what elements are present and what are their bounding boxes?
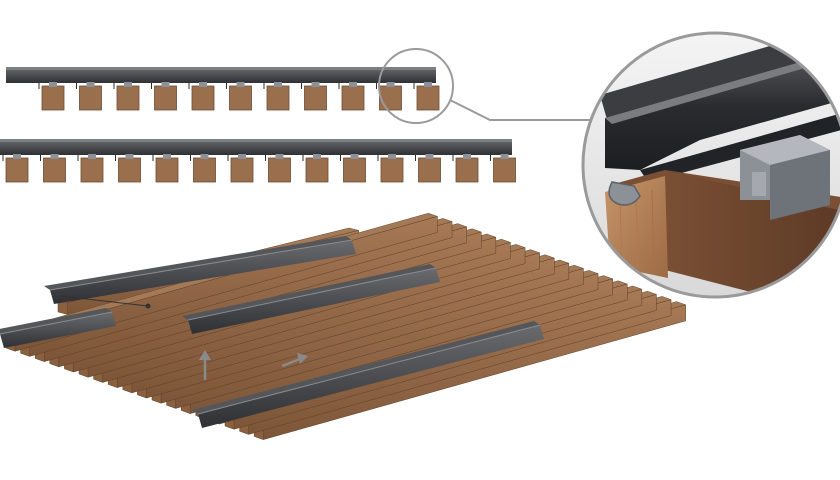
callout-connector [378, 48, 590, 124]
hanger-wire [59, 295, 149, 307]
wood-slat [191, 85, 215, 111]
wood-slat [155, 157, 179, 183]
rail-clip [274, 82, 282, 87]
rail-clip [424, 82, 432, 87]
iso-rail [182, 264, 440, 334]
rail-clip [463, 154, 471, 159]
detail-clip-left [608, 181, 641, 206]
isometric-assembly [0, 212, 687, 440]
wood-slat [305, 157, 329, 183]
wood-slat [43, 157, 66, 183]
wood-slat [416, 85, 440, 111]
wood-slat [116, 85, 140, 111]
callout-line [449, 99, 590, 121]
hanger-point [145, 303, 151, 309]
detail-circle-outline [581, 31, 840, 299]
side-view-long [0, 139, 516, 183]
rail-clip [425, 154, 434, 159]
carrier-rail [6, 67, 436, 83]
wood-slat [268, 157, 291, 183]
wood-slat [380, 157, 404, 183]
rail-clip [386, 82, 395, 87]
rail-clip [200, 154, 209, 159]
rail-clip [313, 154, 321, 159]
wood-slat [455, 157, 479, 183]
rail-clip [13, 154, 21, 159]
rail-clip [124, 82, 132, 87]
wood-slat [5, 157, 29, 183]
wood-slat [79, 85, 102, 111]
rail-clip [199, 82, 207, 87]
rail-clip [161, 82, 170, 87]
wood-slat [80, 157, 104, 183]
iso-rail [0, 308, 116, 348]
rail-clip [236, 82, 245, 87]
rail-clip [349, 82, 357, 87]
rail-clip [50, 154, 59, 159]
right-arrow [281, 353, 308, 368]
detail-view [581, 31, 840, 299]
carrier-rail [0, 139, 512, 155]
rail-clip [275, 154, 284, 159]
wood-slat [193, 157, 216, 183]
wood-slat [266, 85, 290, 111]
wood-slat [118, 157, 141, 183]
wood-slat [379, 85, 402, 111]
rail-clip [500, 154, 509, 159]
rail-clip [88, 154, 96, 159]
rail-clip [388, 154, 396, 159]
rail-clip [163, 154, 171, 159]
wood-slat [493, 157, 516, 183]
rail-clip [86, 82, 95, 87]
wood-slat [341, 85, 365, 111]
wood-slat [230, 157, 254, 183]
rail-clip [311, 82, 320, 87]
up-arrow [199, 350, 211, 380]
wood-slat [343, 157, 366, 183]
rail-clip [238, 154, 246, 159]
iso-rail [192, 321, 544, 428]
wood-slat [418, 157, 441, 183]
zoom-circle [378, 48, 454, 124]
rail-clip [49, 82, 57, 87]
detail-rail [605, 45, 840, 170]
wood-slat [229, 85, 252, 111]
side-view-short [6, 67, 440, 111]
detail-clip-right [740, 135, 830, 220]
rail-clip [350, 154, 359, 159]
wood-slat [41, 85, 65, 111]
iso-rail [44, 236, 356, 304]
rail-clip [125, 154, 134, 159]
wood-slat [304, 85, 327, 111]
wood-slat [154, 85, 177, 111]
